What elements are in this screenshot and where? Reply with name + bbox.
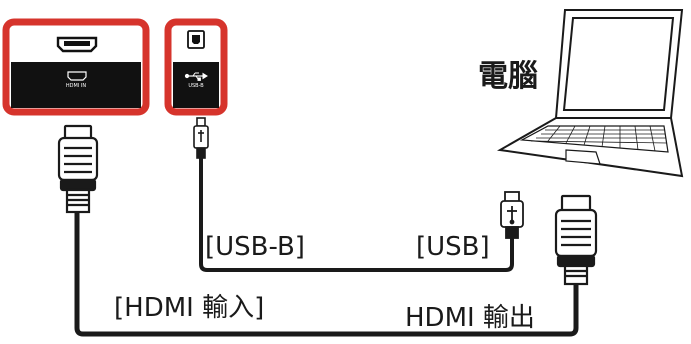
hdmi-in-port-panel: [2, 18, 150, 116]
laptop-trackpad: [565, 149, 601, 165]
usb-end-label: [USB]: [416, 232, 490, 262]
usb-cable: [199, 156, 514, 272]
usb-b-plug-icon: [193, 117, 209, 159]
usb-plug-icon: [500, 191, 524, 239]
laptop-keyboard: [519, 125, 669, 153]
hdmi-cable: [74, 209, 579, 337]
usb-b-port-icon: [187, 30, 205, 49]
usb-symbol-icon: [184, 72, 208, 81]
laptop-icon: [496, 9, 684, 178]
usb-b-port-panel: [164, 18, 228, 116]
computer-label: 電腦: [478, 59, 538, 94]
hdmi-in-port-label: HDMI IN: [65, 83, 87, 89]
hdmi-plug-left-icon: [57, 124, 99, 214]
usb-b-end-label: [USB-B]: [205, 232, 305, 262]
hdmi-port-icon: [56, 36, 98, 53]
hdmi-port-small-icon: [67, 71, 87, 81]
hdmi-plug-right-icon: [554, 194, 598, 286]
usb-b-port-label: USB-B: [188, 83, 204, 89]
hdmi-out-end-label: HDMI 輸出: [405, 303, 535, 333]
hdmi-in-end-label: [HDMI 輸入]: [114, 293, 265, 323]
